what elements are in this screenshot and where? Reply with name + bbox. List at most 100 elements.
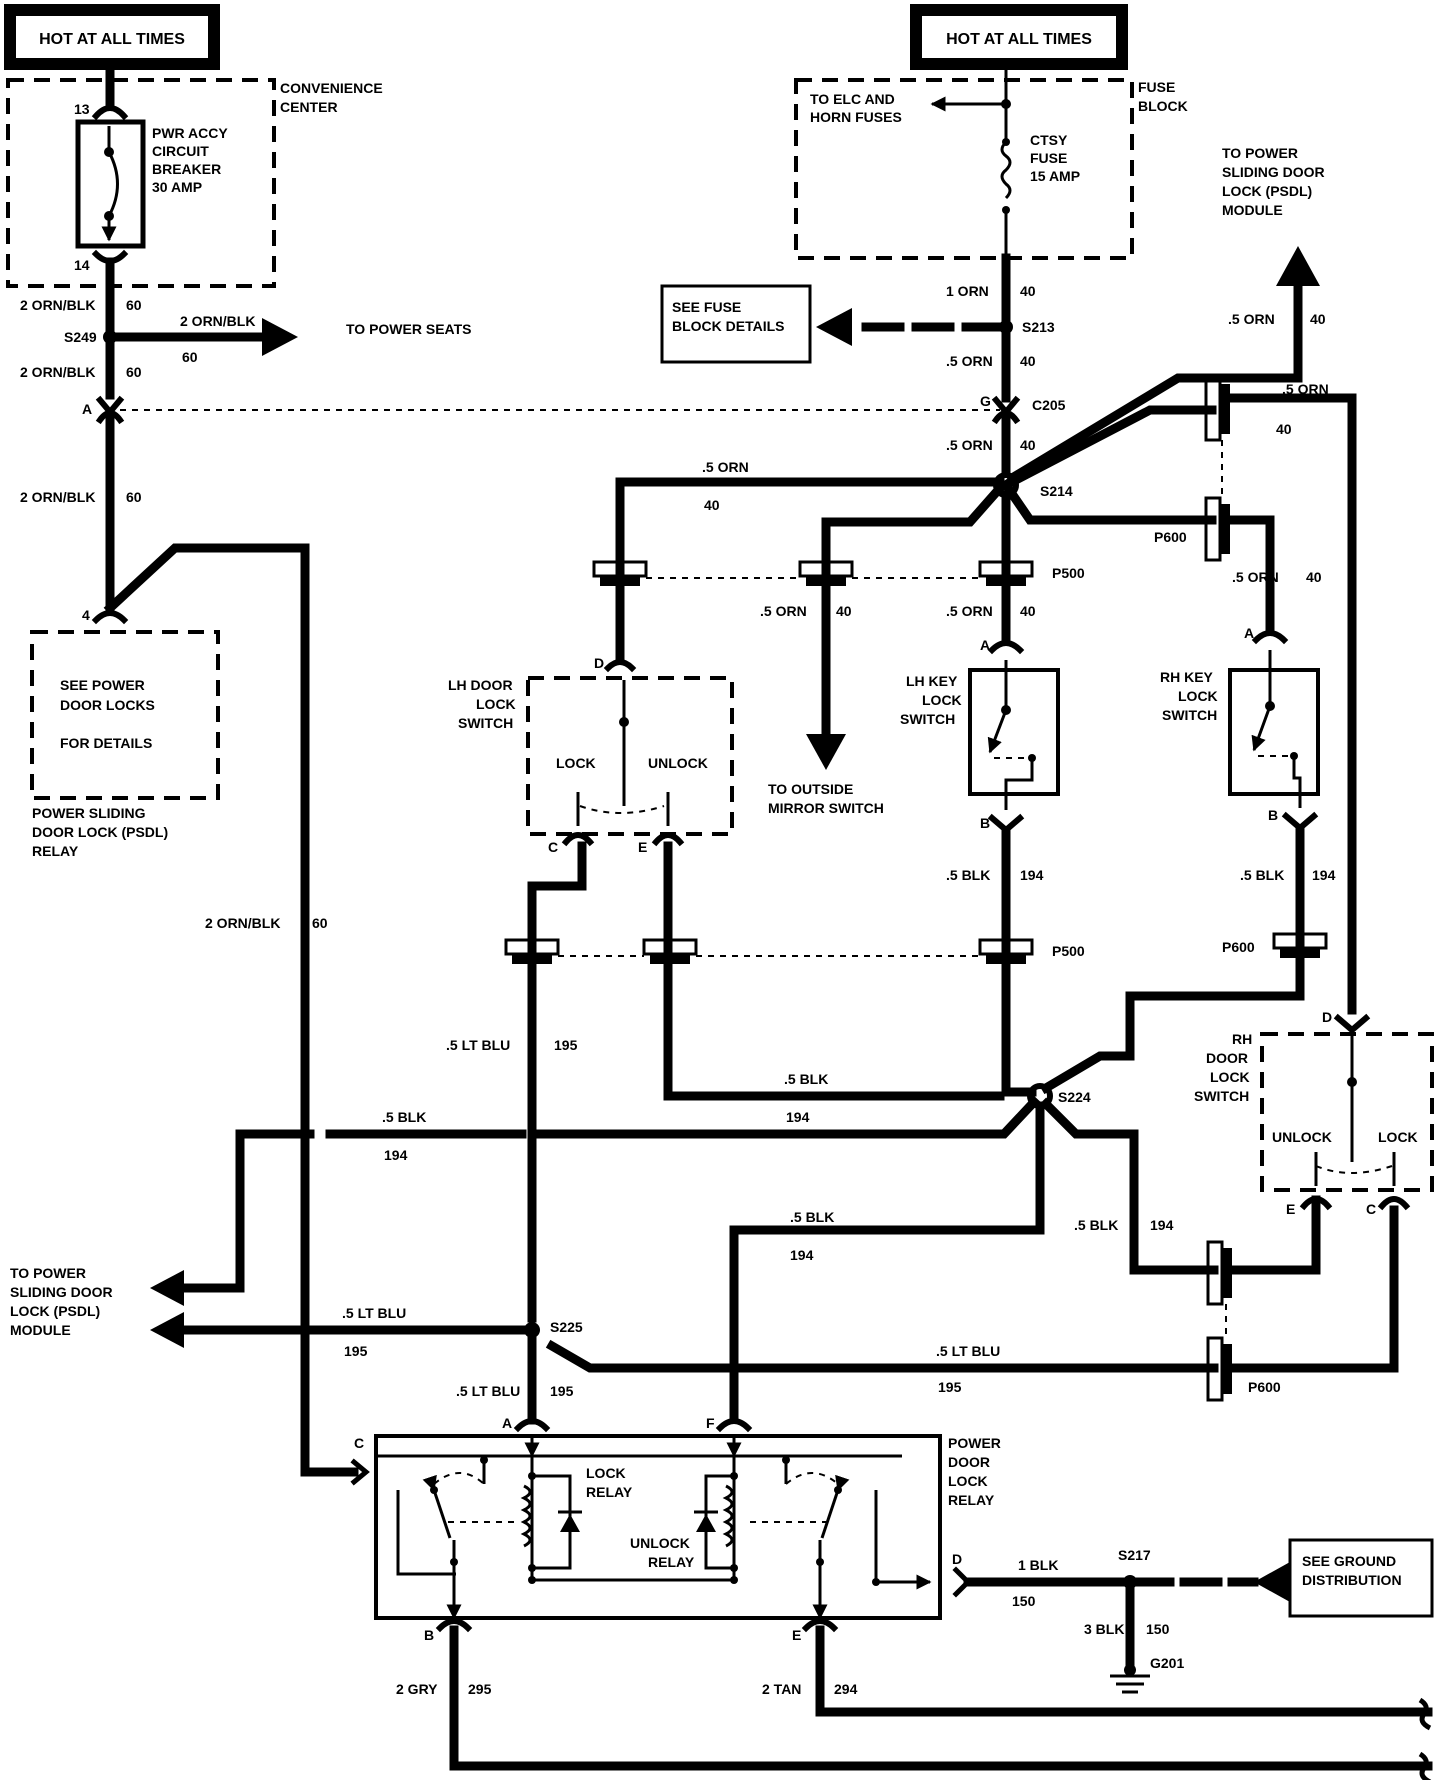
- rhk-1: RH KEY: [1160, 669, 1214, 685]
- psdl-left-1: TO POWER: [10, 1265, 86, 1281]
- connector-lhd-C: [561, 832, 595, 847]
- fuse-block-label: FUSE BLOCK: [1138, 79, 1188, 114]
- psdl-left-4: MODULE: [10, 1322, 71, 1338]
- psdl-relay-3: RELAY: [32, 843, 79, 859]
- wire-circuit-7: 40: [1020, 283, 1036, 299]
- lhk-2: LOCK: [922, 692, 962, 708]
- wire-circuit-24: 195: [550, 1383, 574, 1399]
- unlock-relay-arm-dash: [785, 1472, 839, 1485]
- wire-circuit-4: 60: [126, 489, 142, 505]
- wire-s214-to-p600-upper: [1005, 405, 1217, 489]
- arrow-psdl-top: [1276, 246, 1320, 286]
- connector-lhk-A: [987, 640, 1025, 655]
- convenience-center-label: CONVENIENCE CENTER: [280, 80, 383, 115]
- label-s213: S213: [1022, 319, 1055, 335]
- pin-14: 14: [74, 257, 90, 273]
- hot-right-label: HOT AT ALL TIMES: [946, 31, 1092, 48]
- rhd-lock-label: LOCK: [1378, 1129, 1418, 1145]
- wire-relay-E-tan: [815, 1625, 1433, 1717]
- wire-circuit-3: 60: [126, 364, 142, 380]
- label-c205: C205: [1032, 397, 1066, 413]
- p600-c-connector: [1206, 1240, 1232, 1306]
- see-ground-2: DISTRIBUTION: [1302, 1572, 1402, 1588]
- wire-label-3: 2 ORN/BLK: [20, 364, 95, 380]
- rhd-3: LOCK: [1210, 1069, 1250, 1085]
- connector-rhd-E: [1299, 1196, 1333, 1211]
- label-p600-b: P600: [1222, 939, 1255, 955]
- wire-label-14: .5 ORN: [1282, 381, 1329, 397]
- connector-rel-A: [513, 1418, 551, 1433]
- rhd-4: SWITCH: [1194, 1088, 1249, 1104]
- psdl-top-3: LOCK (PSDL): [1222, 183, 1312, 199]
- lock-relay-diode: [560, 1514, 580, 1532]
- label-s214: S214: [1040, 483, 1073, 499]
- psdl-left-3: LOCK (PSDL): [10, 1303, 100, 1319]
- pin-A-left: A: [82, 401, 92, 417]
- fuse-block-2: BLOCK: [1138, 98, 1188, 114]
- wire-label-18: .5 LT BLU: [446, 1037, 510, 1053]
- ctsy-1: CTSY: [1030, 132, 1068, 148]
- wire-label-11: .5 ORN: [760, 603, 807, 619]
- rhd-2: DOOR: [1206, 1050, 1248, 1066]
- lh-key-lock-switch-label: LH KEY LOCK SWITCH: [900, 673, 962, 727]
- rhd-unlock-label: UNLOCK: [1272, 1129, 1332, 1145]
- arrow-fuse-details: [816, 308, 852, 346]
- rhk-lead-bottom: [1292, 756, 1302, 808]
- to-elc-horn-label: TO ELC AND HORN FUSES: [810, 91, 902, 125]
- see-ground-box: [1288, 1538, 1434, 1618]
- pin-rel-D: D: [952, 1551, 962, 1567]
- wire-p600-to-rh-door-D: [1227, 393, 1357, 1015]
- psdl-relay-2: DOOR LOCK (PSDL): [32, 824, 168, 840]
- elc-1: TO ELC AND: [810, 91, 895, 107]
- convenience-center-box: [6, 78, 276, 288]
- wire-label-24: .5 LT BLU: [456, 1383, 520, 1399]
- hot-at-all-times-right: HOT AT ALL TIMES: [910, 4, 1128, 70]
- wire-label-9: .5 ORN: [946, 437, 993, 453]
- pin-rel-B: B: [424, 1627, 434, 1643]
- wire-lhd-E-to-s224: [663, 841, 1005, 1101]
- wire-relay-B-gry: [449, 1625, 1433, 1771]
- label-p600-a: P600: [1154, 529, 1187, 545]
- unlock-relay-1: UNLOCK: [630, 1535, 690, 1551]
- psdl-relay-box: [30, 630, 220, 800]
- see-fuse-2: BLOCK DETAILS: [672, 318, 785, 334]
- breaker-element: [107, 151, 119, 217]
- lhd-lock-label: LOCK: [556, 755, 596, 771]
- connector-4: [91, 610, 129, 625]
- pin-rhd-C: C: [1366, 1201, 1376, 1217]
- hot-at-all-times-left: HOT AT ALL TIMES: [4, 4, 220, 70]
- lhd-pivot: [619, 717, 629, 727]
- lock-relay-arm-dash: [433, 1472, 485, 1485]
- hot-left-label: HOT AT ALL TIMES: [39, 31, 185, 48]
- wire-circuit-8: 40: [1020, 353, 1036, 369]
- mirror-1: TO OUTSIDE: [768, 781, 853, 797]
- unlock-relay-node-1: [730, 1472, 738, 1480]
- to-outside-mirror-label: TO OUTSIDE MIRROR SWITCH: [768, 781, 884, 816]
- pdlr-1: POWER: [948, 1435, 1001, 1451]
- wire-circuit-18: 195: [554, 1037, 578, 1053]
- pin-rel-A: A: [502, 1415, 512, 1431]
- psdl-top-1: TO POWER: [1222, 145, 1298, 161]
- label-p600-c: P600: [1248, 1379, 1281, 1395]
- wire-s214-to-psdl-top: [1005, 275, 1303, 485]
- unlock-relay-blade: [820, 1474, 850, 1539]
- unlock-relay-node-3: [730, 1576, 738, 1584]
- breaker-label-3: BREAKER: [152, 161, 221, 177]
- wire-circuit-29: 294: [834, 1681, 858, 1697]
- label-s249: S249: [64, 329, 97, 345]
- unlock-relay-node-2: [730, 1564, 738, 1572]
- label-p500-b: P500: [1052, 943, 1085, 959]
- ctsy-3: 15 AMP: [1030, 168, 1080, 184]
- rhd-1: RH: [1232, 1031, 1252, 1047]
- lock-relay-diode-loop: [532, 1474, 572, 1570]
- unlock-relay-node-4: [782, 1456, 790, 1464]
- wire-circuit-2: 60: [182, 349, 198, 365]
- wire-circuit-14: 40: [1276, 421, 1292, 437]
- wire-label-13: .5 ORN: [1228, 311, 1275, 327]
- mirror-2: MIRROR SWITCH: [768, 800, 884, 816]
- wire-label-19: .5 BLK: [784, 1071, 828, 1087]
- wire-label-15: .5 ORN: [1232, 569, 1279, 585]
- see-ground-1: SEE GROUND: [1302, 1553, 1396, 1569]
- arrow-psdl-left-1: [150, 1270, 184, 1306]
- unlock-relay-label: UNLOCK RELAY: [630, 1535, 695, 1570]
